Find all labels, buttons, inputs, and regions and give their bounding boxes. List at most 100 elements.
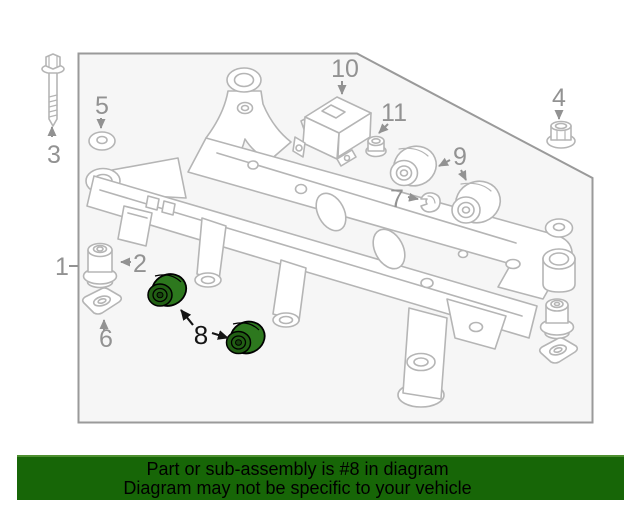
callout-7: 7 — [390, 185, 419, 213]
banner-line-2: Diagram may not be specific to your vehi… — [123, 478, 472, 498]
banner-line-1: Part or sub-assembly is #8 in diagram — [146, 459, 449, 479]
callout-6-label: 6 — [99, 325, 113, 353]
arm-hole — [505, 258, 521, 270]
right-bushing — [539, 298, 575, 340]
callout-8-arrow-a — [180, 309, 194, 326]
small-hole — [247, 160, 259, 170]
side-bracket — [117, 205, 153, 247]
highlighted-part-8-bushing-a — [147, 273, 188, 307]
callouts: 1 2 3 4 5 6 7 9 — [47, 55, 566, 353]
clip — [145, 195, 160, 211]
bracket-hole — [468, 321, 484, 333]
callout-11-arrow — [378, 123, 389, 134]
arm-hole-inner — [240, 104, 250, 112]
callout-7-arrow — [407, 192, 419, 202]
callout-1: 1 — [55, 253, 78, 281]
callout-6: 6 — [99, 319, 113, 353]
part-5-washer — [88, 131, 116, 151]
subframe-legs — [194, 217, 507, 408]
callout-11: 11 — [378, 99, 407, 134]
callout-9-arrow-b — [457, 169, 467, 181]
callout-9-label: 9 — [453, 143, 467, 171]
face-hub — [235, 339, 242, 346]
flange-hole — [295, 144, 303, 152]
callout-10-label: 10 — [331, 55, 359, 83]
part-2-bushing — [82, 242, 118, 289]
callout-3: 3 — [47, 126, 61, 169]
body-seam — [398, 147, 429, 157]
right-plate — [538, 337, 579, 364]
foot-hole — [413, 357, 429, 367]
ring-hole — [233, 72, 255, 88]
callout-2: 2 — [120, 250, 147, 278]
foot-hole — [200, 275, 216, 285]
face-ring — [230, 335, 247, 350]
part-11-nut — [365, 135, 387, 158]
bolt-shank — [48, 72, 58, 127]
bolt-threads — [48, 94, 58, 118]
bolt-head — [45, 53, 61, 70]
oval-hole — [315, 192, 347, 232]
bracket-notch — [321, 104, 346, 119]
callout-8-highlighted: 8 — [180, 309, 229, 350]
clip-line — [427, 195, 436, 204]
callout-8-arrow-b — [211, 330, 229, 340]
clip — [161, 200, 176, 216]
part-9-bushing-a — [389, 145, 438, 187]
callout-1-label: 1 — [55, 253, 69, 281]
subframe-upper-beam — [187, 137, 576, 300]
callout-7-label: 7 — [390, 185, 404, 213]
nut-hole — [371, 138, 381, 145]
part-9-bushing-b — [451, 180, 502, 224]
callout-4: 4 — [552, 84, 566, 120]
part-7-clip — [420, 192, 441, 213]
bushing-top-hole — [553, 301, 561, 307]
right-mount-hole — [548, 252, 570, 266]
callout-3-label: 3 — [47, 141, 61, 169]
face-hub — [156, 291, 164, 299]
beam-outline — [86, 175, 538, 339]
callout-9: 9 — [438, 143, 467, 181]
face-hub — [461, 206, 471, 214]
body-seam — [232, 322, 260, 331]
callout-5: 5 — [95, 92, 109, 129]
washer-hole — [552, 222, 566, 232]
right-washer — [544, 218, 574, 238]
part-4-flange-nut — [546, 120, 576, 149]
callout-2-label: 2 — [133, 250, 147, 278]
face-ring — [152, 287, 168, 303]
body-seam — [460, 182, 492, 192]
nut-hole — [554, 122, 568, 130]
small-hole — [294, 183, 308, 195]
plate-slot-inner — [97, 297, 107, 305]
callout-4-label: 4 — [552, 84, 566, 112]
face-ring — [395, 165, 413, 181]
beam-edge-line — [216, 152, 517, 244]
washer-hole — [96, 135, 108, 145]
plate-slot-inner — [553, 346, 563, 354]
callout-10: 10 — [331, 55, 359, 95]
callout-5-label: 5 — [95, 92, 109, 120]
body-seam — [154, 274, 182, 283]
part-3-flange-bolt — [41, 53, 65, 127]
small-hole — [457, 249, 469, 259]
bushing-top-hole — [96, 246, 104, 252]
oval-hole — [372, 228, 406, 270]
part-10-bracket — [292, 96, 372, 167]
callout-11-label: 11 — [381, 99, 407, 127]
small-hole — [420, 277, 434, 289]
side-bracket-line — [127, 212, 148, 219]
highlight-banner: Part or sub-assembly is #8 in diagram Di… — [17, 455, 624, 500]
callout-9-arrow-a — [438, 157, 451, 167]
subframe-web-holes — [247, 160, 469, 289]
tab-hole — [343, 154, 351, 162]
foot-hole — [278, 315, 294, 325]
head-facet — [48, 54, 58, 69]
face-hub — [399, 169, 409, 177]
highlighted-part-8-bushing-b — [225, 320, 266, 355]
clip-outline — [420, 192, 441, 213]
subframe-line-art — [41, 53, 579, 408]
callout-8-label: 8 — [194, 320, 208, 350]
face-ring — [457, 201, 475, 219]
